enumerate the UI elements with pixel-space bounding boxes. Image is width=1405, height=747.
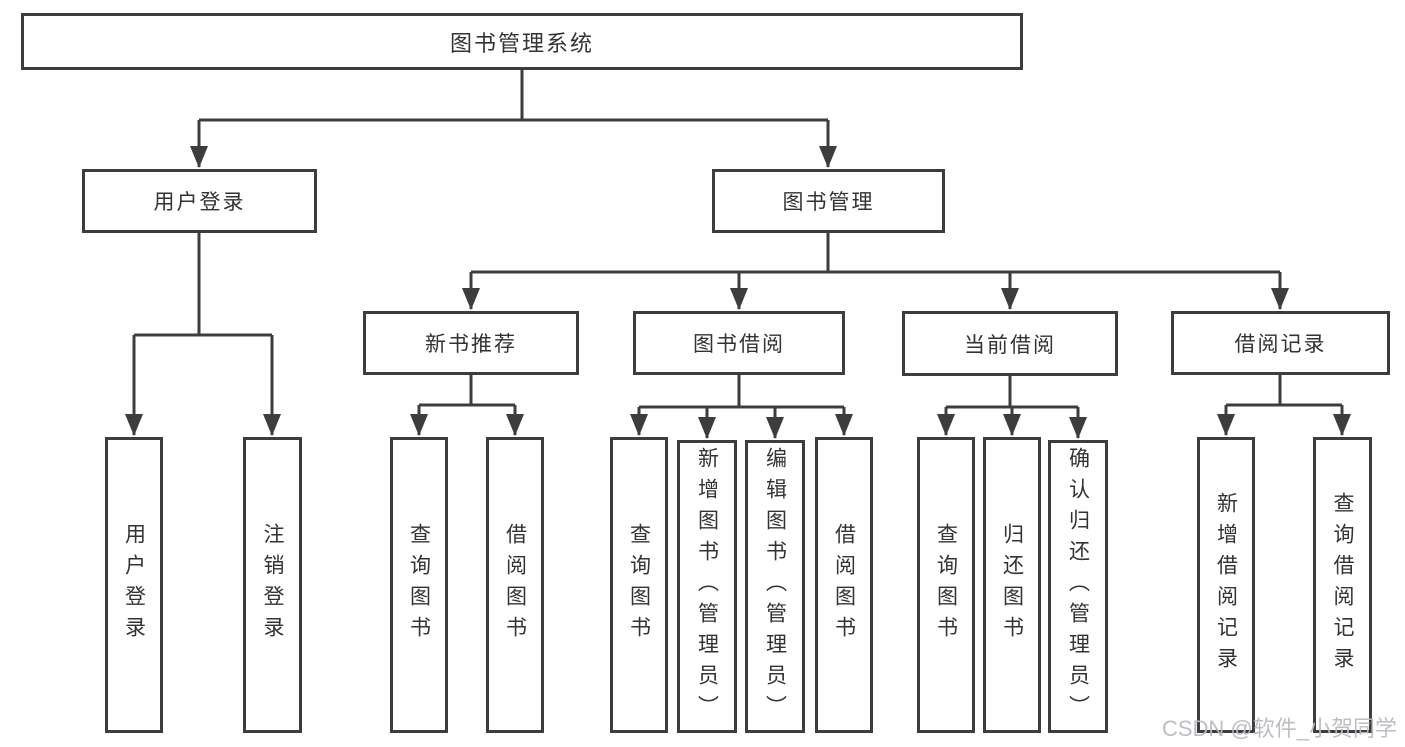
node-root: 图书管理系统 <box>21 13 1023 70</box>
leaf-add-borrow-record: 新增借阅记录 <box>1197 437 1255 733</box>
leaf-user-login: 用户登录 <box>105 437 163 733</box>
leaf-query-borrow-record-label: 查询借阅记录 <box>1331 492 1354 678</box>
leaf-edit-books-admin-label: 编辑图书（管理员） <box>763 447 787 726</box>
leaf-query-borrow-record: 查询借阅记录 <box>1313 437 1372 733</box>
leaf-query-books-recommend: 查询图书 <box>390 437 448 733</box>
node-book-borrow: 图书借阅 <box>633 311 845 375</box>
leaf-borrow-books-recommend-label: 借阅图书 <box>503 523 527 647</box>
node-user-login: 用户登录 <box>82 169 317 233</box>
leaf-borrow-books-borrow-label: 借阅图书 <box>832 523 856 647</box>
leaf-return-books-label: 归还图书 <box>1000 523 1024 647</box>
leaf-logout-label: 注销登录 <box>261 523 284 647</box>
leaf-return-books: 归还图书 <box>983 437 1041 733</box>
leaf-query-books-recommend-label: 查询图书 <box>407 523 431 647</box>
leaf-query-books-borrow-label: 查询图书 <box>627 523 651 647</box>
leaf-add-books-admin-label: 新增图书（管理员） <box>695 447 719 726</box>
csdn-watermark: CSDN @软件_小贺同学 <box>1161 716 1397 741</box>
leaf-query-books-current: 查询图书 <box>917 437 975 733</box>
leaf-logout: 注销登录 <box>243 437 302 733</box>
leaf-borrow-books-borrow: 借阅图书 <box>815 437 873 733</box>
leaf-confirm-return-admin-label: 确认归还（管理员） <box>1066 447 1090 726</box>
leaf-add-borrow-record-label: 新增借阅记录 <box>1214 492 1238 678</box>
leaf-add-books-admin: 新增图书（管理员） <box>677 440 737 733</box>
leaf-query-books-borrow: 查询图书 <box>610 437 668 733</box>
leaf-edit-books-admin: 编辑图书（管理员） <box>745 440 805 733</box>
leaf-confirm-return-admin: 确认归还（管理员） <box>1048 440 1108 733</box>
leaf-user-login-label: 用户登录 <box>122 523 146 647</box>
node-new-book-recommend: 新书推荐 <box>363 311 579 375</box>
leaf-query-books-current-label: 查询图书 <box>934 523 958 647</box>
node-borrow-records: 借阅记录 <box>1171 311 1390 375</box>
leaf-borrow-books-recommend: 借阅图书 <box>486 437 544 733</box>
node-book-management: 图书管理 <box>712 169 945 233</box>
node-current-borrow: 当前借阅 <box>902 311 1118 376</box>
